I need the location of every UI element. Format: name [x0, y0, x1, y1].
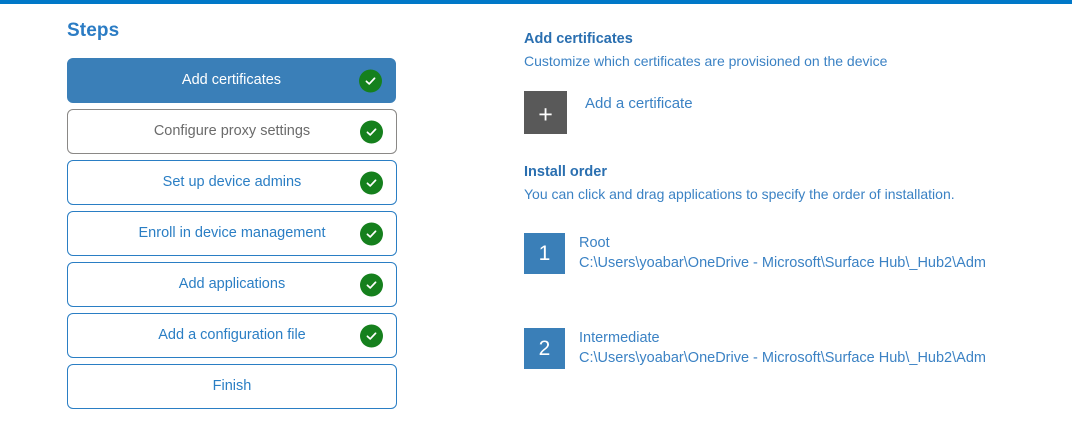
order-item-text: Root C:\Users\yoabar\OneDrive - Microsof…	[579, 233, 986, 273]
detail-pane: Add certificates Customize which certifi…	[524, 30, 1044, 369]
step-finish[interactable]: Finish	[67, 364, 397, 409]
order-item-text: Intermediate C:\Users\yoabar\OneDrive - …	[579, 328, 986, 368]
check-circle-icon	[360, 324, 383, 347]
page-title: Add certificates	[524, 31, 633, 47]
install-order-list: 1 Root C:\Users\yoabar\OneDrive - Micros…	[524, 233, 1044, 369]
plus-icon[interactable]: +	[524, 91, 567, 134]
add-a-certificate-label: Add a certificate	[585, 95, 693, 112]
step-label: Enroll in device management	[138, 225, 326, 241]
page-subtitle: Customize which certificates are provisi…	[524, 53, 888, 69]
top-accent-bar	[0, 0, 1072, 4]
plus-glyph: +	[538, 100, 553, 129]
check-circle-icon	[359, 69, 382, 92]
step-set-up-device-admins[interactable]: Set up device admins	[67, 160, 397, 205]
install-order-item[interactable]: 2 Intermediate C:\Users\yoabar\OneDrive …	[524, 328, 1024, 369]
order-item-path: C:\Users\yoabar\OneDrive - Microsoft\Sur…	[579, 255, 986, 271]
order-item-path: C:\Users\yoabar\OneDrive - Microsoft\Sur…	[579, 350, 986, 366]
check-circle-icon	[360, 222, 383, 245]
step-enroll-in-device-management[interactable]: Enroll in device management	[67, 211, 397, 256]
step-label: Add a configuration file	[158, 327, 306, 343]
steps-pane: Steps Add certificates Configure proxy s…	[67, 20, 398, 409]
install-order-item[interactable]: 1 Root C:\Users\yoabar\OneDrive - Micros…	[524, 233, 1024, 274]
check-circle-icon	[360, 120, 383, 143]
step-label: Add certificates	[181, 72, 282, 88]
steps-list: Add certificates Configure proxy setting…	[67, 58, 398, 409]
order-item-name: Root	[579, 235, 610, 251]
step-label: Configure proxy settings	[153, 123, 311, 139]
step-label: Finish	[212, 378, 252, 394]
install-order-subtitle: You can click and drag applications to s…	[524, 186, 955, 202]
install-order-title: Install order	[524, 164, 607, 180]
step-label: Set up device admins	[162, 174, 302, 190]
check-circle-icon	[360, 171, 383, 194]
check-circle-icon	[360, 273, 383, 296]
step-add-a-configuration-file[interactable]: Add a configuration file	[67, 313, 397, 358]
step-label: Add applications	[178, 276, 286, 292]
step-add-applications[interactable]: Add applications	[67, 262, 397, 307]
order-number-badge: 1	[524, 233, 565, 274]
order-number-badge: 2	[524, 328, 565, 369]
page-body: Steps Add certificates Configure proxy s…	[0, 4, 1072, 443]
order-item-name: Intermediate	[579, 330, 660, 346]
step-add-certificates[interactable]: Add certificates	[67, 58, 396, 103]
add-a-certificate-button[interactable]: + Add a certificate	[524, 91, 764, 134]
steps-title: Steps	[67, 20, 120, 41]
step-configure-proxy-settings[interactable]: Configure proxy settings	[67, 109, 397, 154]
install-order-section: Install order You can click and drag app…	[524, 163, 1044, 369]
